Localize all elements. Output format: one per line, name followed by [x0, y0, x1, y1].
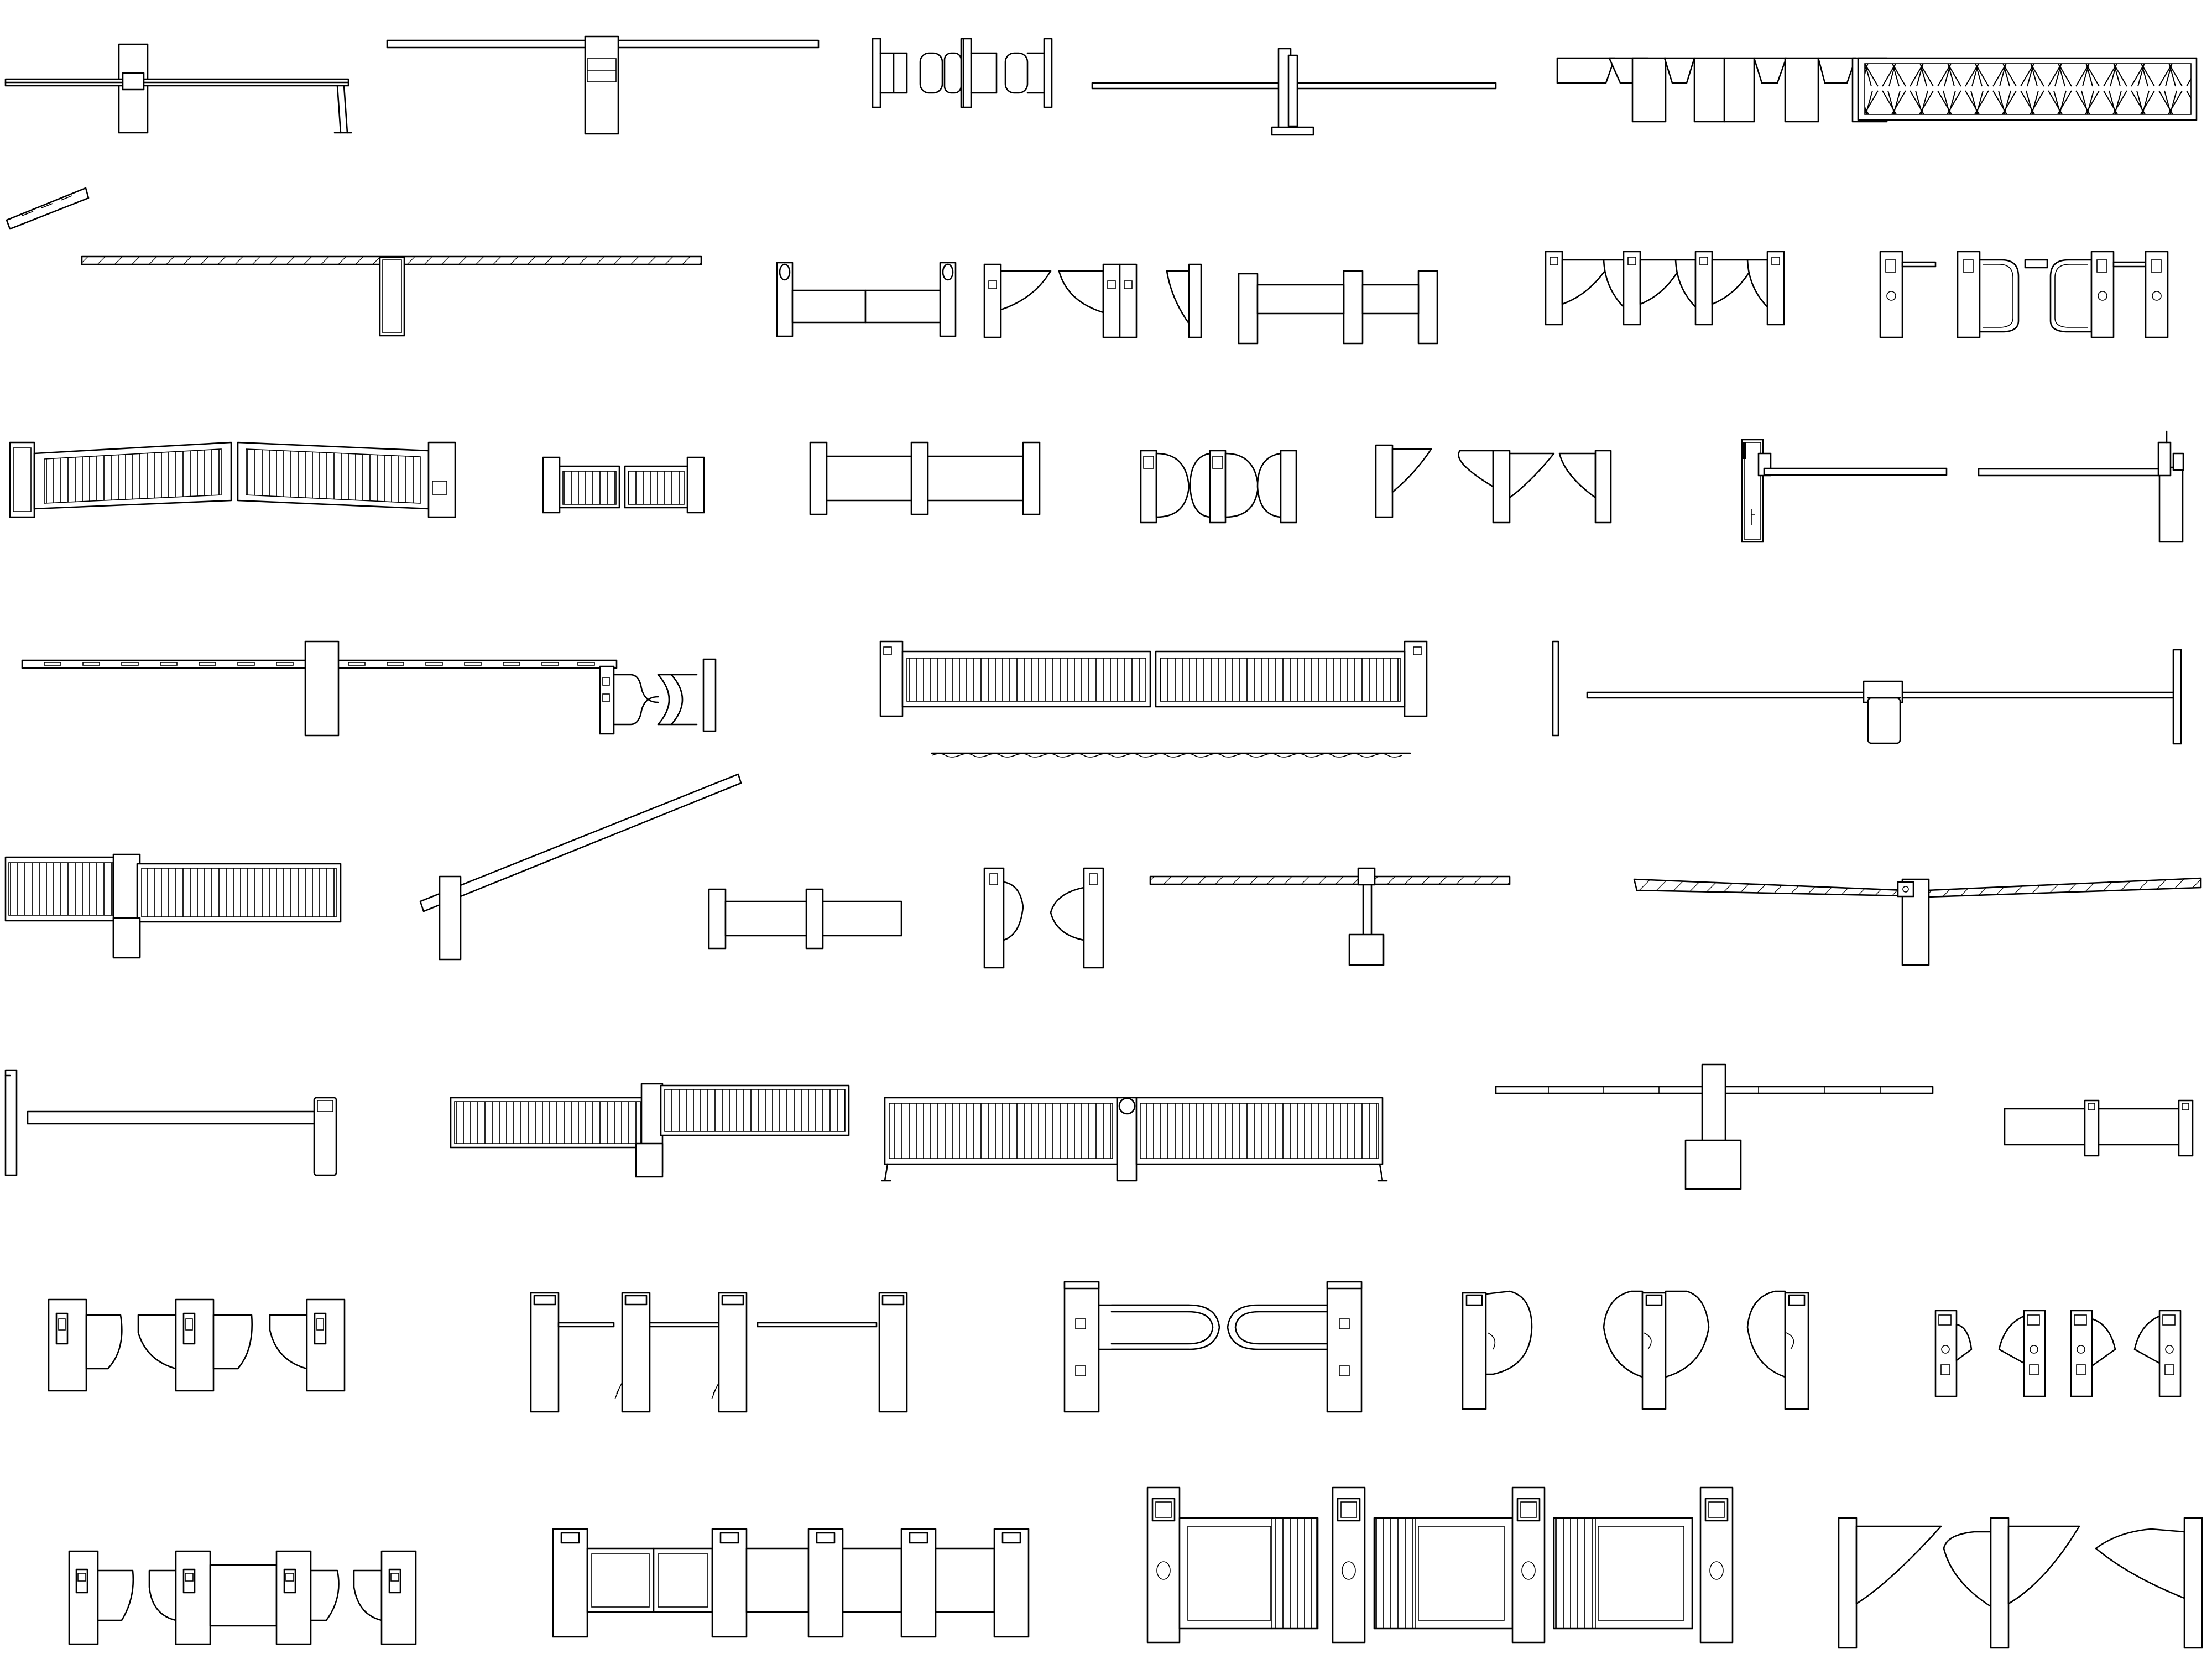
flap-barrier-lane-set [1556, 57, 1888, 123]
swing-gate-glass-row [552, 1528, 1030, 1638]
barrier-gate-long-boom [386, 35, 820, 135]
tripod-and-swing-gate-set [1879, 251, 2169, 338]
sliding-fence-gate-pair [9, 441, 456, 518]
swing-gate-short [1238, 270, 1438, 345]
swing-gate-single [708, 888, 902, 950]
double-boom-barrier [1495, 1063, 1934, 1190]
hatched-boom-barrier [1149, 867, 1511, 966]
swing-gate-pair-loop [1063, 1281, 1363, 1413]
swing-gate-round-top [776, 262, 957, 337]
swing-gate-wide [809, 441, 1041, 515]
barrier-gate-right-boom [1978, 430, 2184, 543]
barrier-gate-left-boom [1741, 439, 1948, 543]
speed-gate-glass [1146, 1486, 1734, 1644]
retractable-fence-gate [879, 640, 1428, 758]
small-fence-gate [542, 456, 705, 514]
wing-gate-triple [1545, 251, 1785, 326]
folding-fence-gate-panel [1857, 57, 2198, 121]
wing-gate-pair [983, 263, 1202, 338]
swing-gate-compact [2004, 1099, 2194, 1157]
half-round-flap-gate [1140, 450, 1297, 524]
triangular-wing-gate [1375, 444, 1612, 524]
wing-gate-large [1838, 1517, 2203, 1649]
wide-hatched-boom-barrier [1633, 877, 2202, 966]
folding-fence-gate [881, 1097, 1388, 1182]
tripod-turnstile-set [530, 1292, 908, 1413]
sliding-fence-gate [4, 853, 342, 959]
striped-boom-barrier [81, 255, 702, 337]
raised-boom-stub [6, 187, 90, 230]
barrier-gate-slim-post [1091, 48, 1497, 136]
flap-barrier-triple [48, 1298, 346, 1392]
slotted-boom-with-swing-gate [21, 640, 717, 737]
flap-barrier-small-set [1934, 1310, 2182, 1397]
flap-gate-pair [983, 867, 1104, 969]
sliding-fence-gate-with-base [450, 1083, 850, 1178]
barrier-with-end-posts [1552, 640, 2182, 745]
barrier-gate-long-arm [4, 1069, 337, 1176]
flap-barrier-quad [68, 1550, 417, 1645]
wing-gate-round [1462, 1290, 1809, 1410]
barrier-gate-with-support-leg [4, 43, 352, 134]
swing-gate-pair [872, 38, 1053, 108]
raised-boom-barrier [419, 773, 742, 961]
